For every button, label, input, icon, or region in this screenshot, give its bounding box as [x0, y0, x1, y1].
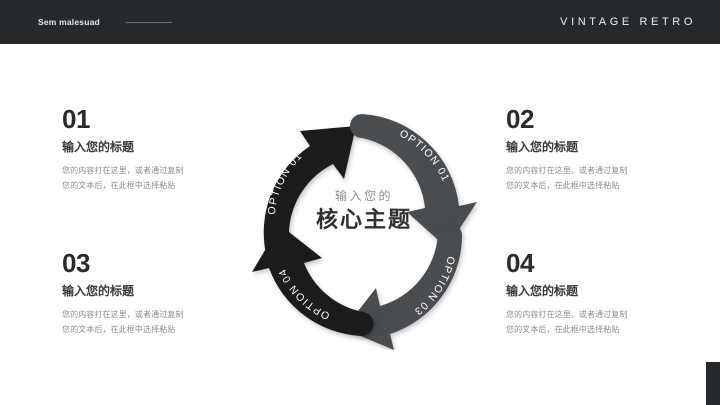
block-desc-line-1: 您的内容打在这里，或者通过复制: [506, 166, 628, 175]
block-desc-line-2: 您的文本后，在此框中选择粘贴: [506, 324, 620, 334]
block-number-01: 01: [62, 104, 90, 134]
block-title-03: 输入您的标题: [62, 284, 135, 298]
cycle-arrow-top-right-shape: [350, 114, 477, 248]
block-desc-line-2: 您的文本后，在此框中选择粘贴: [506, 180, 620, 190]
content-block-03: 03 输入您的标题 您的内容打在这里，或者通过复制 您的文本后，在此框中选择粘贴: [62, 250, 262, 338]
cycle-diagram-svg: OPTION 01 OPTION 01 OPTION 03 OPTION 04: [252, 114, 477, 350]
block-title-04: 输入您的标题: [506, 284, 579, 298]
header-bar: Sem malesuad VINTAGE RETRO: [0, 0, 720, 44]
header-divider-line: [125, 21, 172, 23]
block-description-02: 您的内容打在这里，或者通过复制 您的文本后，在此框中选择粘贴: [506, 164, 706, 194]
cycle-arrow-top-left-shape: [263, 126, 356, 264]
cycle-arrow-bottom-right-shape: [344, 223, 463, 350]
block-number-04: 04: [506, 248, 534, 278]
block-title-02: 输入您的标题: [506, 140, 579, 154]
block-description-01: 您的内容打在这里，或者通过复制 您的文本后，在此框中选择粘贴: [62, 164, 262, 194]
cycle-diagram: OPTION 01 OPTION 01 OPTION 03 OPTION 04 …: [248, 98, 480, 350]
content-block-04: 04 输入您的标题 您的内容打在这里，或者通过复制 您的文本后，在此框中选择粘贴: [506, 250, 706, 338]
block-title-01: 输入您的标题: [62, 140, 135, 154]
block-desc-line-1: 您的内容打在这里，或者通过复制: [62, 310, 184, 319]
block-number-02: 02: [506, 104, 534, 134]
block-desc-line-2: 您的文本后，在此框中选择粘贴: [62, 324, 176, 334]
header-kicker: Sem malesuad: [38, 17, 100, 27]
block-description-03: 您的内容打在这里，或者通过复制 您的文本后，在此框中选择粘贴: [62, 308, 262, 338]
block-desc-line-2: 您的文本后，在此框中选择粘贴: [62, 180, 176, 190]
cycle-arrow-bottom-left[interactable]: OPTION 04: [252, 225, 374, 337]
content-block-01: 01 输入您的标题 您的内容打在这里，或者通过复制 您的文本后，在此框中选择粘贴: [62, 106, 262, 194]
block-desc-line-1: 您的内容打在这里，或者通过复制: [506, 310, 628, 319]
bottom-right-accent-bar: [706, 362, 720, 405]
block-desc-line-1: 您的内容打在这里，或者通过复制: [62, 166, 184, 175]
header-brand-title: VINTAGE RETRO: [560, 16, 696, 28]
content-block-02: 02 输入您的标题 您的内容打在这里，或者通过复制 您的文本后，在此框中选择粘贴: [506, 106, 706, 194]
block-description-04: 您的内容打在这里，或者通过复制 您的文本后，在此框中选择粘贴: [506, 308, 706, 338]
header-left-group: Sem malesuad: [38, 17, 172, 27]
cycle-arrow-bottom-left-shape: [252, 225, 374, 337]
block-number-03: 03: [62, 248, 90, 278]
